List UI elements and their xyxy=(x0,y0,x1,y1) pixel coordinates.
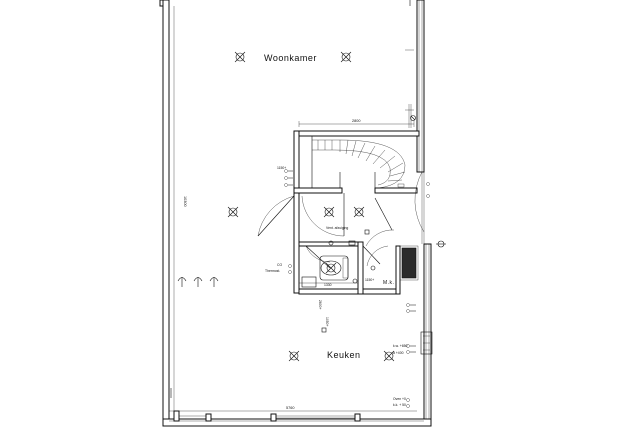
outlet-icon xyxy=(397,182,430,198)
annotation-kb: k.k. + 50 xyxy=(393,403,406,407)
dim-width-bottom: 5760 xyxy=(286,406,294,410)
switch-icon xyxy=(284,169,293,187)
annotation-kw-1: k.w. +650 xyxy=(393,344,408,348)
annotation-mk-height: 1150+ xyxy=(365,278,374,282)
ceiling-light-icon xyxy=(288,350,300,362)
outlet-icon xyxy=(406,398,410,408)
socket-icon xyxy=(328,115,416,284)
outlet-icon xyxy=(406,303,416,313)
room-label-living: Woonkamer xyxy=(264,53,317,63)
annotation-co: CO xyxy=(277,263,282,267)
staircase-core xyxy=(293,130,420,194)
ceiling-light-icon xyxy=(323,206,335,218)
ceiling-light-icon xyxy=(227,206,239,218)
ceiling-light-icon xyxy=(340,51,352,63)
annotation-wall-height: 2600+ xyxy=(318,300,322,310)
annotation-oven: Oven +0 xyxy=(393,397,406,401)
toilet-block xyxy=(293,192,419,295)
annotation-thermostat: Thermost. xyxy=(265,269,280,273)
outer-walls xyxy=(162,0,432,427)
spot-icon xyxy=(321,229,370,333)
switch-icon xyxy=(288,264,292,274)
dim-length-left: 10300 xyxy=(183,196,187,207)
ceiling-light-icon xyxy=(383,350,395,362)
room-label-meter-cupboard: M.k. xyxy=(383,280,394,286)
annotation-kw-2: ä +400 xyxy=(393,351,404,355)
electrical-symbols xyxy=(177,115,446,408)
doorbell-icon xyxy=(436,240,446,248)
annotation-sw-height: 1050+ xyxy=(325,317,329,327)
dim-toilet-width: 1330 xyxy=(324,283,332,287)
dim-width-top: 2800 xyxy=(352,119,360,123)
ceiling-light-icon xyxy=(353,206,365,218)
annotation-stair-side: 1150+ xyxy=(277,166,286,170)
room-label-kitchen: Keuken xyxy=(327,350,361,360)
dimension-lines: 2800 10300 5760 1330 xyxy=(169,6,417,414)
outlet-icon xyxy=(177,277,219,287)
labels: Woonkamer Keuken M.k. 1150+ Vent. afzuig… xyxy=(264,53,408,407)
outlet-icon xyxy=(406,344,416,354)
doors xyxy=(257,171,425,269)
heater-icon xyxy=(420,331,433,355)
annotation-vent: Vent. afzuiging xyxy=(326,226,348,230)
ceiling-light-icon xyxy=(234,51,246,63)
ceiling-light-icon xyxy=(325,262,337,274)
ceiling-lights xyxy=(227,51,395,362)
